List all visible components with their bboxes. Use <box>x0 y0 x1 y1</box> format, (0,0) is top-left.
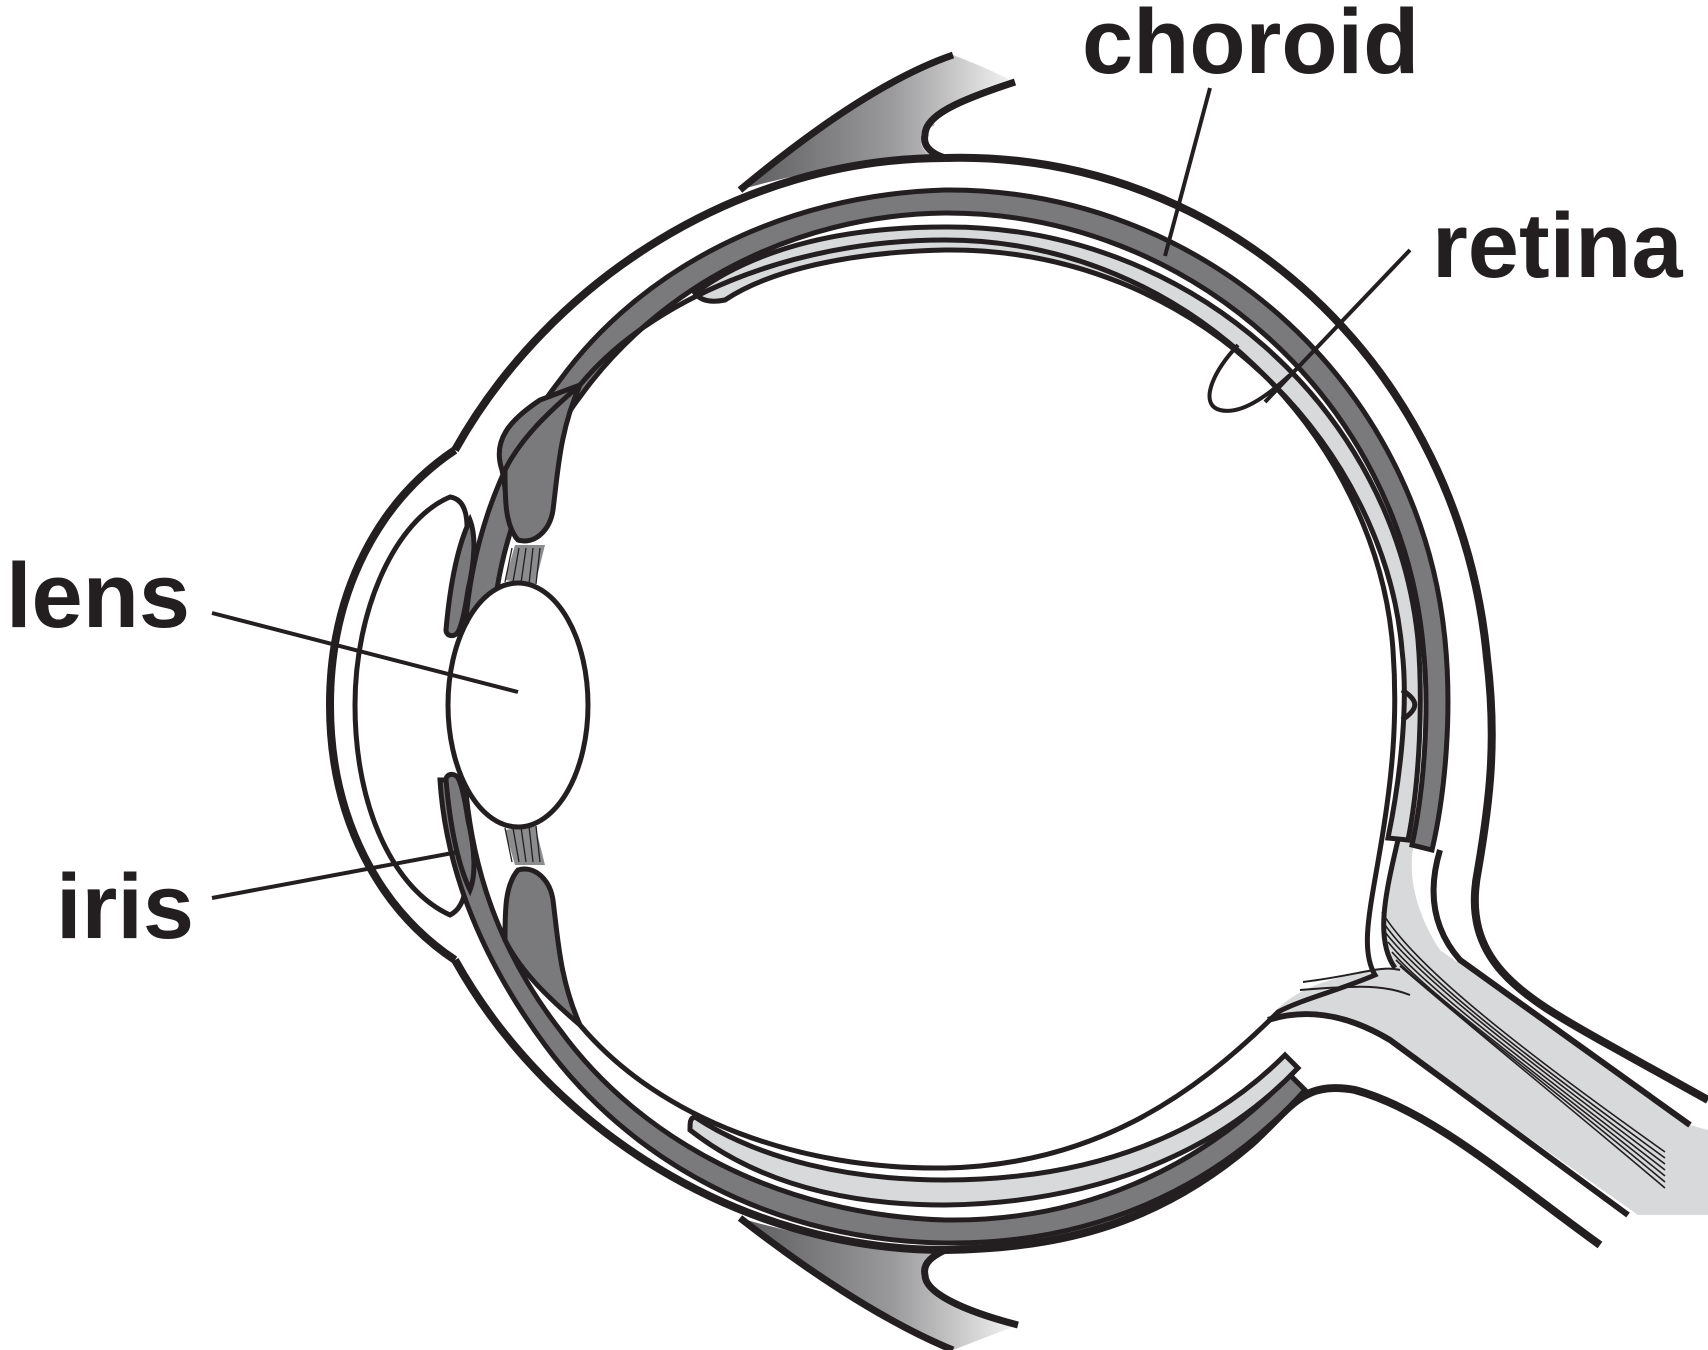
suspensory-ligament-lower <box>505 825 545 865</box>
optic-nerve <box>1268 825 1708 1215</box>
choroid-label: choroid <box>1082 0 1419 93</box>
lens-shape <box>448 583 588 827</box>
iris-label: iris <box>56 856 194 958</box>
retina-layer <box>695 227 1420 840</box>
choroid-leader-line <box>1165 88 1210 256</box>
upper-eye-muscle <box>740 55 1015 190</box>
retina-label: retina <box>1432 195 1683 297</box>
lens-label: lens <box>6 545 190 647</box>
suspensory-ligament-upper <box>505 545 545 585</box>
